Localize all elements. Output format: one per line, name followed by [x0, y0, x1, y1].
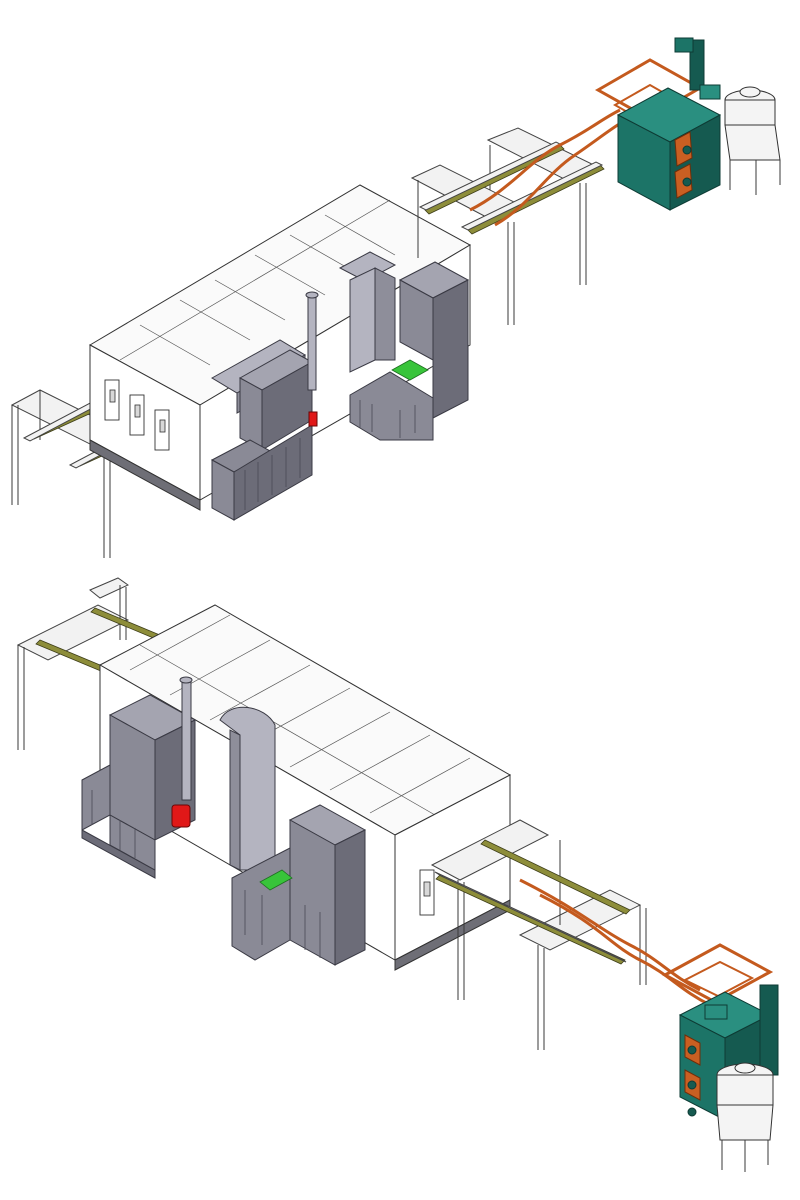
top-dust-collector [724, 86, 781, 195]
top-air-unit-right [338, 251, 470, 441]
bottom-air-unit-right [219, 706, 367, 966]
bottom-dust-collector [716, 1062, 774, 1172]
top-shot-blast-machine [616, 37, 722, 211]
bottom-view [16, 577, 779, 1172]
bottom-right-conveyor-frame [430, 819, 647, 1050]
bottom-transfer-rails [519, 878, 774, 1007]
bottom-air-unit-left [81, 676, 197, 879]
top-view [10, 37, 781, 558]
top-air-unit-left [210, 291, 319, 521]
